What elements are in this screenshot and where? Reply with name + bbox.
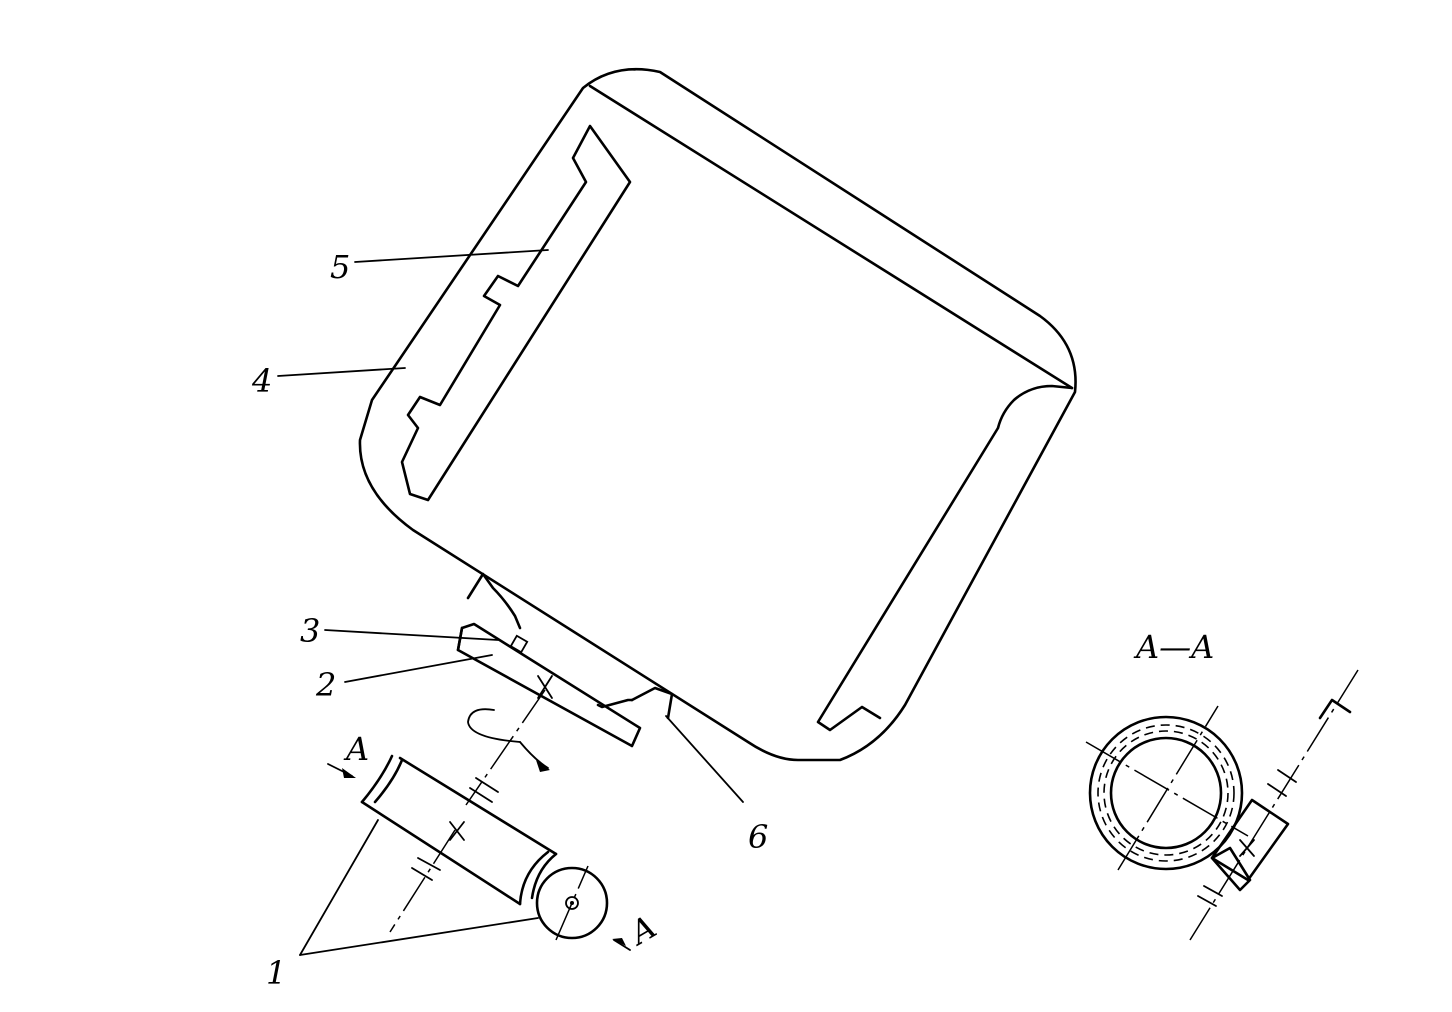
- drive-shaft: [465, 689, 546, 806]
- section-mark-top: A: [343, 730, 369, 768]
- section-title: A—A: [1133, 628, 1214, 666]
- section-view-a-a: [1085, 669, 1359, 941]
- support-assembly: [456, 572, 674, 748]
- section-markers: [327, 763, 631, 951]
- label-part-1: 1: [266, 954, 286, 992]
- leader-lines: [277, 249, 744, 956]
- right-lining: [816, 384, 1074, 732]
- roller: [360, 754, 558, 933]
- drum-housing: [358, 67, 1077, 762]
- section-mark-bottom: A: [621, 908, 663, 954]
- label-part-5: 5: [330, 248, 350, 286]
- rotation-arrow-icon: [467, 708, 550, 772]
- inner-guide-plate: [400, 124, 632, 502]
- label-part-2: 2: [315, 666, 336, 704]
- label-part-3: 3: [300, 612, 320, 650]
- label-part-4: 4: [251, 362, 272, 400]
- roller-end-view: [535, 865, 609, 941]
- label-part-6: 6: [748, 818, 768, 856]
